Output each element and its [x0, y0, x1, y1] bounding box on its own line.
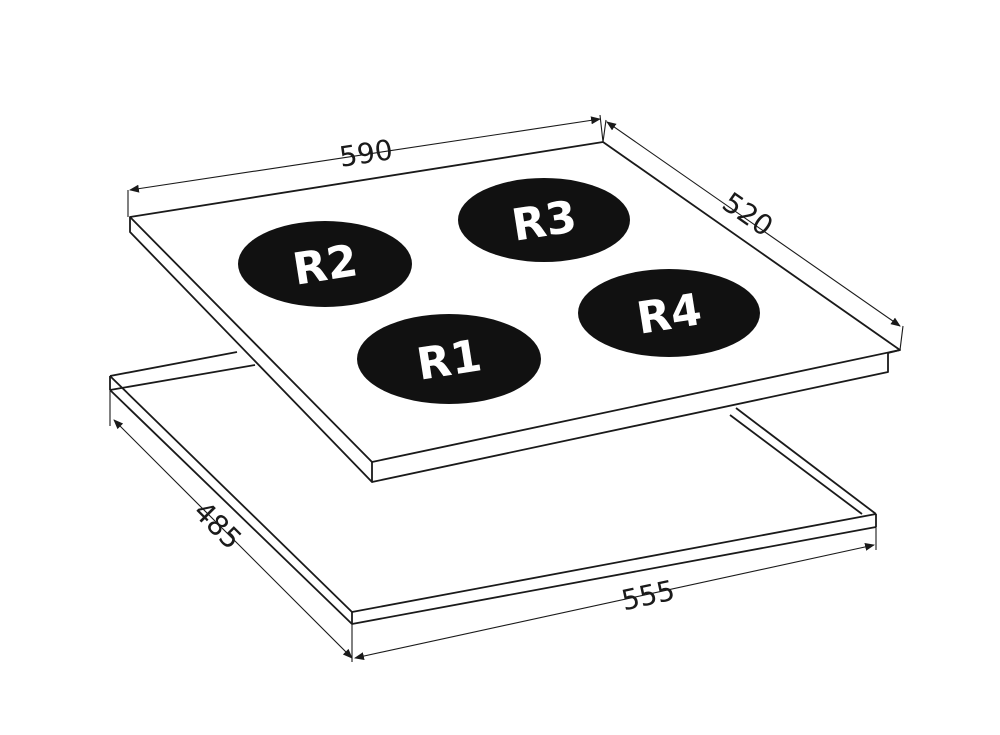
burner-r3-shape [458, 178, 630, 262]
dimension-label-cutout-width: 555 [618, 574, 677, 618]
dimension-arrow [606, 121, 901, 327]
dimension-cutout-depth: 485 [109, 390, 353, 662]
dimension-label-hob-width: 590 [337, 133, 395, 174]
burner-r3-label: R3 [508, 191, 580, 251]
cutout-left-top-edge [109, 375, 353, 613]
burner-r2-label: R2 [289, 235, 361, 295]
hob-front-right-corner [887, 349, 901, 354]
dimension-hob-width: 590 [127, 114, 604, 217]
extension-line [599, 114, 604, 143]
hob-left-side [129, 217, 373, 483]
burner-r1-label: R1 [413, 330, 485, 390]
dimension-arrow [113, 419, 353, 659]
dimension-cutout-width: 555 [354, 527, 877, 660]
burner-r1-shape [357, 314, 541, 404]
dimension-arrow [129, 116, 601, 193]
burner-r4-label: R4 [633, 284, 705, 344]
cutout-back-left-inner-edge [109, 364, 256, 391]
cutout-back-left-top-edge [109, 351, 238, 377]
burner-r2-shape [238, 221, 412, 307]
burner-r2: R2 [238, 221, 412, 307]
cutout-front-outer-edge [351, 526, 877, 625]
hob-front-side [371, 353, 889, 483]
dimension-arrow [354, 543, 875, 660]
burner-r1: R1 [357, 314, 541, 404]
dimension-label-hob-depth: 520 [716, 186, 779, 244]
extension-line [899, 325, 904, 351]
cutout-right-inner-edge [729, 414, 863, 515]
extension-line [602, 119, 607, 143]
burner-r3: R3 [458, 178, 630, 262]
cutout-front-top-edge [351, 513, 877, 613]
dimension-label-cutout-depth: 485 [187, 495, 248, 556]
cutout-right-top-edge [735, 407, 877, 515]
burner-r4: R4 [578, 269, 760, 357]
